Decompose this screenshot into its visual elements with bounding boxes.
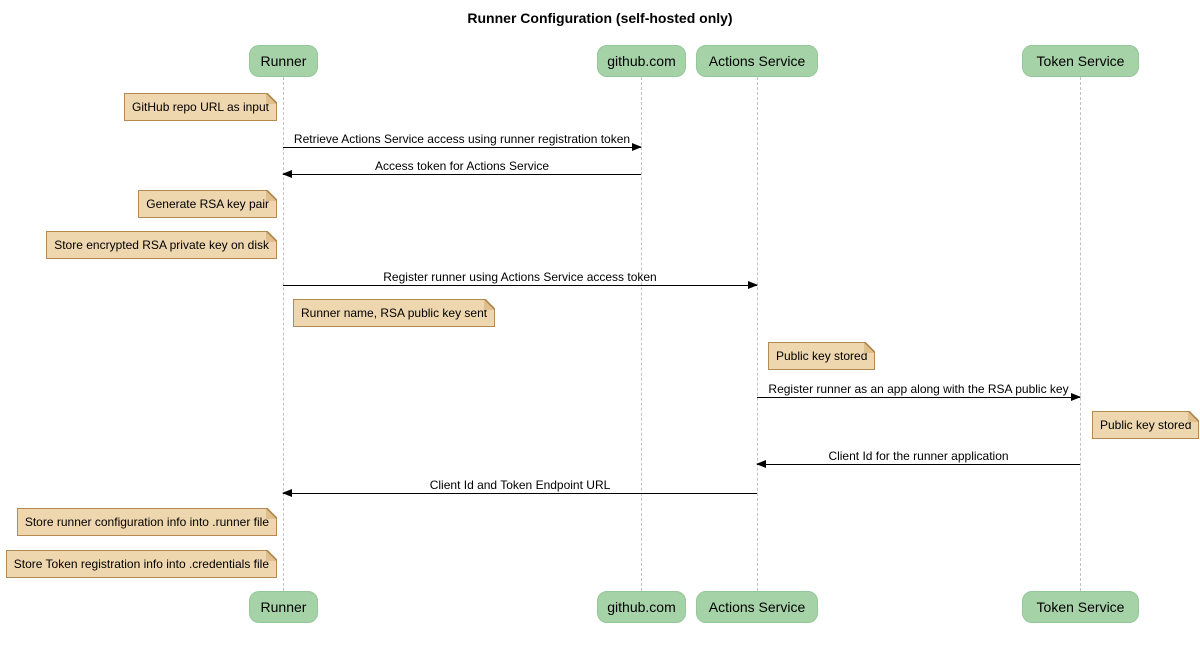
message-register-app: Register runner as an app along with the… [757,382,1081,401]
note-github-repo-url: GitHub repo URL as input [124,93,277,121]
note-label: Store Token registration info into .cred… [13,557,269,571]
note-fold-icon [266,231,277,242]
note-store-credentials-file: Store Token registration info into .cred… [5,550,277,578]
note-label: Store encrypted RSA private key on disk [54,238,269,252]
arrowhead-left-icon [282,489,292,497]
participant-github-bottom: github.com [597,591,686,623]
message-label: Client Id for the runner application [828,449,1009,463]
participant-runner-bottom: Runner [249,591,318,623]
message-client-id: Client Id for the runner application [756,449,1080,468]
message-retrieve-actions-access: Retrieve Actions Service access using ru… [283,132,642,151]
arrowhead-right-icon [1071,393,1081,401]
message-label: Access token for Actions Service [374,159,550,173]
participant-label: Runner [260,599,307,615]
note-store-runner-file: Store runner configuration info into .ru… [16,508,277,536]
participant-label: github.com [607,599,676,615]
participant-actions-service-bottom: Actions Service [696,591,818,623]
note-fold-icon [266,550,277,561]
participant-label: Token Service [1036,53,1125,69]
arrowhead-left-icon [756,460,766,468]
note-label: Runner name, RSA public key sent [301,306,488,320]
note-label: Generate RSA key pair [146,197,269,211]
note-label: Store runner configuration info into .ru… [24,515,269,529]
message-client-id-endpoint: Client Id and Token Endpoint URL [282,478,757,497]
note-fold-icon [484,299,496,310]
arrowhead-right-icon [632,143,642,151]
lifeline-runner [283,77,284,591]
note-store-private-key: Store encrypted RSA private key on disk [46,231,277,259]
message-label: Retrieve Actions Service access using ru… [293,132,631,146]
message-access-token: Access token for Actions Service [282,159,641,178]
note-label: Public key stored [776,349,868,363]
note-public-key-stored-token: Public key stored [1092,411,1200,439]
lifeline-github [641,77,642,591]
message-label: Client Id and Token Endpoint URL [429,478,611,492]
note-label: GitHub repo URL as input [132,100,269,114]
arrowhead-right-icon [748,281,758,289]
lifeline-token-service [1080,77,1081,591]
participant-label: Actions Service [708,53,806,69]
message-register-runner: Register runner using Actions Service ac… [283,270,758,289]
note-label: Public key stored [1100,418,1192,432]
note-fold-icon [1188,411,1200,422]
participant-label: Token Service [1036,599,1125,615]
participant-github-top: github.com [597,45,686,77]
participant-actions-service-top: Actions Service [696,45,818,77]
note-fold-icon [864,342,876,353]
participant-runner-top: Runner [249,45,318,77]
note-generate-rsa: Generate RSA key pair [138,190,277,218]
note-fold-icon [266,508,277,519]
note-runner-name-sent: Runner name, RSA public key sent [293,299,496,327]
diagram-title: Runner Configuration (self-hosted only) [467,10,733,26]
message-label: Register runner as an app along with the… [768,382,1069,396]
note-public-key-stored-actions: Public key stored [768,342,876,370]
participant-label: github.com [607,53,676,69]
participant-label: Runner [260,53,307,69]
note-fold-icon [266,93,277,104]
participant-token-service-bottom: Token Service [1022,591,1139,623]
participant-token-service-top: Token Service [1022,45,1139,77]
participant-label: Actions Service [708,599,806,615]
arrowhead-left-icon [282,170,292,178]
message-label: Register runner using Actions Service ac… [383,270,657,284]
lifeline-actions-service [757,77,758,591]
note-fold-icon [266,190,277,201]
